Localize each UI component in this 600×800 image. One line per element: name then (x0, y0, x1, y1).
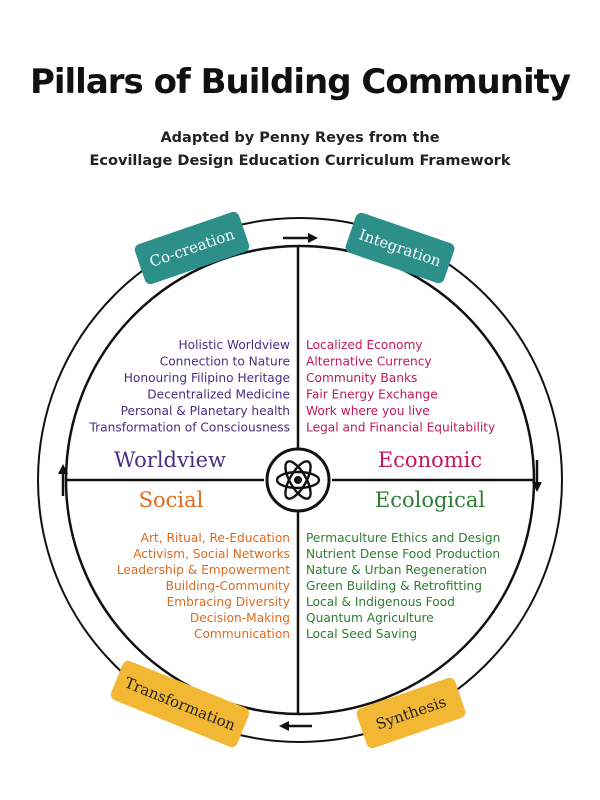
list-item: Permaculture Ethics and Design (306, 531, 500, 545)
page-title: Pillars of Building Community (29, 62, 571, 102)
list-item: Alternative Currency (306, 355, 432, 369)
list-item: Leadership & Empowerment (117, 563, 290, 577)
list-item: Communication (194, 627, 290, 641)
list-item: Art, Ritual, Re-Education (141, 531, 290, 545)
list-item: Holistic Worldview (179, 338, 291, 352)
arrow-down-icon (532, 460, 542, 492)
list-item: Decentralized Medicine (147, 388, 290, 402)
list-item: Legal and Financial Equitability (306, 421, 495, 435)
list-item: Transformation of Consciousness (88, 421, 290, 435)
worldview-title: Worldview (114, 448, 226, 472)
ecological-title: Ecological (375, 488, 486, 512)
arrow-up-icon (58, 464, 68, 496)
social-list: Art, Ritual, Re-Education Activism, Soci… (117, 531, 290, 641)
subtitle-line-2: Ecovillage Design Education Curriculum F… (89, 153, 511, 169)
list-item: Nature & Urban Regeneration (306, 563, 487, 577)
arrow-left-icon (279, 721, 312, 731)
list-item: Localized Economy (306, 338, 423, 352)
list-item: Work where you live (306, 404, 430, 418)
economic-list: Localized Economy Alternative Currency C… (306, 338, 495, 435)
arrow-right-icon (283, 233, 318, 243)
list-item: Local & Indigenous Food (306, 595, 455, 609)
social-title: Social (139, 488, 204, 512)
list-item: Fair Energy Exchange (306, 388, 438, 402)
list-item: Honouring Filipino Heritage (124, 371, 290, 385)
list-item: Community Banks (306, 371, 417, 385)
worldview-list: Holistic Worldview Connection to Nature … (88, 338, 290, 435)
list-item: Building-Community (166, 579, 290, 593)
list-item: Embracing Diversity (167, 595, 290, 609)
list-item: Green Building & Retrofitting (306, 579, 482, 593)
list-item: Personal & Planetary health (121, 404, 290, 418)
list-item: Activism, Social Networks (133, 547, 290, 561)
subtitle-line-1: Adapted by Penny Reyes from the (160, 130, 440, 146)
list-item: Decision-Making (190, 611, 290, 625)
ecological-list: Permaculture Ethics and Design Nutrient … (306, 531, 500, 641)
atom-icon (265, 447, 331, 513)
list-item: Nutrient Dense Food Production (306, 547, 500, 561)
list-item: Quantum Agriculture (306, 611, 434, 625)
outer-ring (37, 217, 563, 743)
list-item: Local Seed Saving (306, 627, 417, 641)
list-item: Connection to Nature (160, 355, 290, 369)
economic-title: Economic (378, 448, 482, 472)
